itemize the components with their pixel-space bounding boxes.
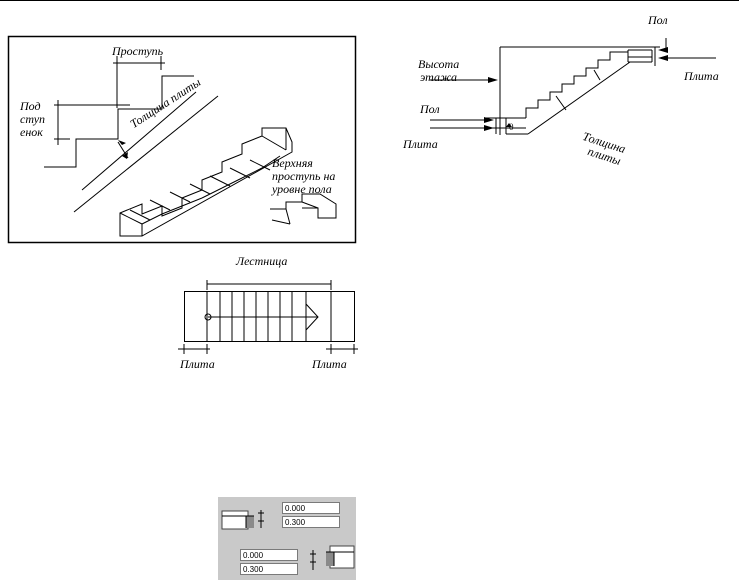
plan-slab-left-label: Плита: [180, 357, 215, 371]
tread-label: Проступь: [112, 44, 164, 58]
top-tread-detail: [270, 193, 337, 225]
step-profile-detail: [44, 56, 219, 213]
zero-mark: 0: [509, 122, 514, 132]
slab-left-label: Плита: [403, 137, 438, 151]
top-tread-label-2: проступь на: [272, 169, 336, 183]
plan-slab-right-label: Плита: [312, 357, 347, 371]
floor-top-label: Пол: [648, 13, 668, 27]
stair-plan: [178, 280, 358, 354]
slab-right-label: Плита: [684, 69, 719, 83]
floor-height-label-1: Высота: [418, 57, 460, 71]
stair-isometric: [119, 127, 293, 237]
top-slab-icon: [221, 510, 264, 530]
bottom-elevation-field[interactable]: 0.000: [240, 549, 298, 561]
page-top-rule: [0, 0, 739, 1]
riser-label-3: енок: [20, 125, 43, 139]
top-thickness-field[interactable]: 0.300: [282, 516, 340, 528]
bottom-thickness-field[interactable]: 0.300: [240, 563, 298, 575]
illustration-frame: [7, 35, 357, 244]
stair-caption: Лестница: [236, 254, 288, 268]
top-tread-label-1: Верхняя: [272, 156, 313, 170]
stair-section: [486, 46, 660, 135]
floor-height-label-2: этажа: [420, 70, 457, 84]
arrow: [118, 140, 126, 145]
bottom-slab-icon: [310, 545, 355, 570]
riser-label-2: ступ: [20, 112, 46, 126]
top-tread-label-3: уровне пола: [272, 182, 332, 196]
riser-label-1: Под: [20, 99, 41, 113]
floor-left-label: Пол: [420, 102, 440, 116]
top-elevation-field[interactable]: 0.000: [282, 502, 340, 514]
